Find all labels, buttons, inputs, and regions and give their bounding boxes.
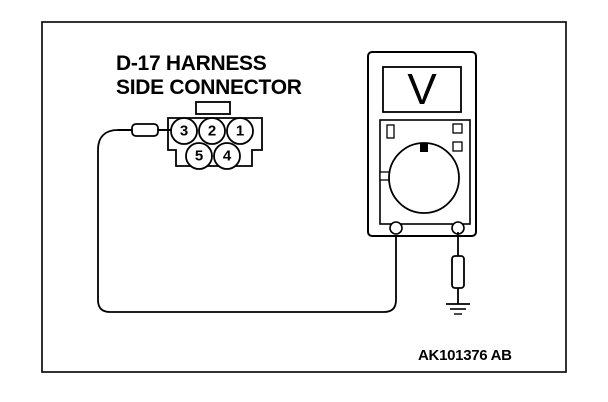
- voltmeter: V: [367, 51, 477, 237]
- pin-5-label: 5: [195, 148, 203, 165]
- pin-2-circle: [198, 117, 226, 145]
- meter-display: [382, 66, 462, 113]
- pin-2-label: 2: [208, 123, 216, 140]
- figure-code: AK101376 AB: [418, 347, 512, 364]
- meter-jack-com: [389, 221, 403, 235]
- meter-button-2: [452, 141, 463, 152]
- meter-button-1: [452, 123, 463, 134]
- meter-rotary-dial: [388, 142, 460, 214]
- connector-title-line2: SIDE CONNECTOR: [116, 76, 302, 99]
- ground-icon: [446, 303, 470, 315]
- resistor-icon: [451, 255, 465, 289]
- probe-icon: [118, 123, 172, 137]
- harness-connector: 3 2 1 5 4: [167, 101, 263, 170]
- meter-switch-left: [386, 124, 395, 139]
- pin-4-circle: [213, 142, 241, 170]
- meter-dial-pointer: [420, 143, 428, 152]
- diagram-frame: [41, 21, 567, 373]
- pin-4-label: 4: [223, 148, 232, 165]
- pin-5-circle: [185, 142, 213, 170]
- pin-1-circle: [226, 117, 254, 145]
- test-lead-wire: [97, 129, 397, 313]
- pin-1-label: 1: [236, 123, 244, 140]
- meter-mode-symbol: V: [407, 65, 437, 114]
- pin-3-label: 3: [180, 123, 188, 140]
- connector-latch: [195, 101, 231, 115]
- connector-title-line1: D-17 HARNESS: [116, 52, 267, 75]
